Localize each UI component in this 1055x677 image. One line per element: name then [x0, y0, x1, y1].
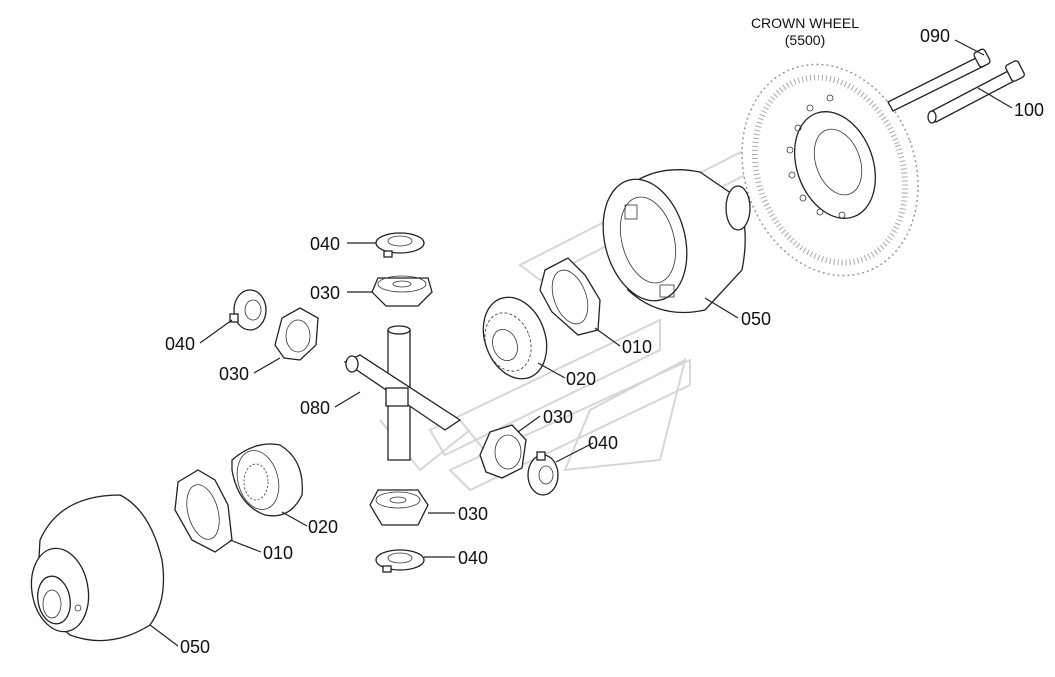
- side-gear-top: [482, 296, 548, 380]
- label-090: 090: [920, 26, 950, 46]
- spider-cross-shaft: [343, 325, 462, 461]
- label-040-bottom: 040: [458, 548, 488, 568]
- friction-plate-bottom: [174, 469, 233, 553]
- friction-plate-top: [539, 257, 601, 336]
- label-010-bottom: 010: [263, 543, 293, 563]
- label-020-bottom: 020: [308, 517, 338, 537]
- title-line-2: (5500): [785, 32, 825, 48]
- label-100: 100: [1014, 100, 1044, 120]
- label-040-top: 040: [310, 234, 340, 254]
- side-gear-bottom: [231, 443, 303, 517]
- label-030-left: 030: [219, 364, 249, 384]
- label-020-top: 020: [566, 369, 596, 389]
- thrust-washer-left: [229, 289, 267, 331]
- thrust-washer-top: [375, 232, 425, 258]
- label-040-right: 040: [588, 433, 618, 453]
- thrust-washer-right: [527, 451, 559, 496]
- pinion-gear-top: [371, 275, 433, 307]
- watermark-logo: [379, 148, 746, 492]
- pinion-gear-right: [479, 424, 527, 479]
- pinion-gear-left: [274, 307, 319, 361]
- label-050-bottom: 050: [180, 637, 210, 657]
- label-010-top: 010: [622, 337, 652, 357]
- title-line-1: CROWN WHEEL: [751, 15, 859, 31]
- label-050-top: 050: [741, 309, 771, 329]
- differential-case-bottom: [30, 494, 165, 642]
- bolt-100: [927, 60, 1025, 124]
- crown-wheel-title: CROWN WHEEL (5500): [751, 15, 859, 48]
- label-030-right: 030: [543, 407, 573, 427]
- label-030-bottom: 030: [458, 504, 488, 524]
- thrust-washer-bottom: [375, 549, 425, 573]
- label-030-top: 030: [310, 283, 340, 303]
- label-080: 080: [300, 398, 330, 418]
- part-labels: 090 100 050 010 020 040 030 040 030 080 …: [165, 26, 1044, 657]
- bolt-090: [887, 48, 991, 112]
- pinion-gear-bottom: [369, 489, 429, 526]
- leader-lines: [149, 39, 1013, 647]
- crown-wheel: [741, 63, 919, 277]
- differential-case-top: [602, 169, 751, 314]
- label-040-left: 040: [165, 334, 195, 354]
